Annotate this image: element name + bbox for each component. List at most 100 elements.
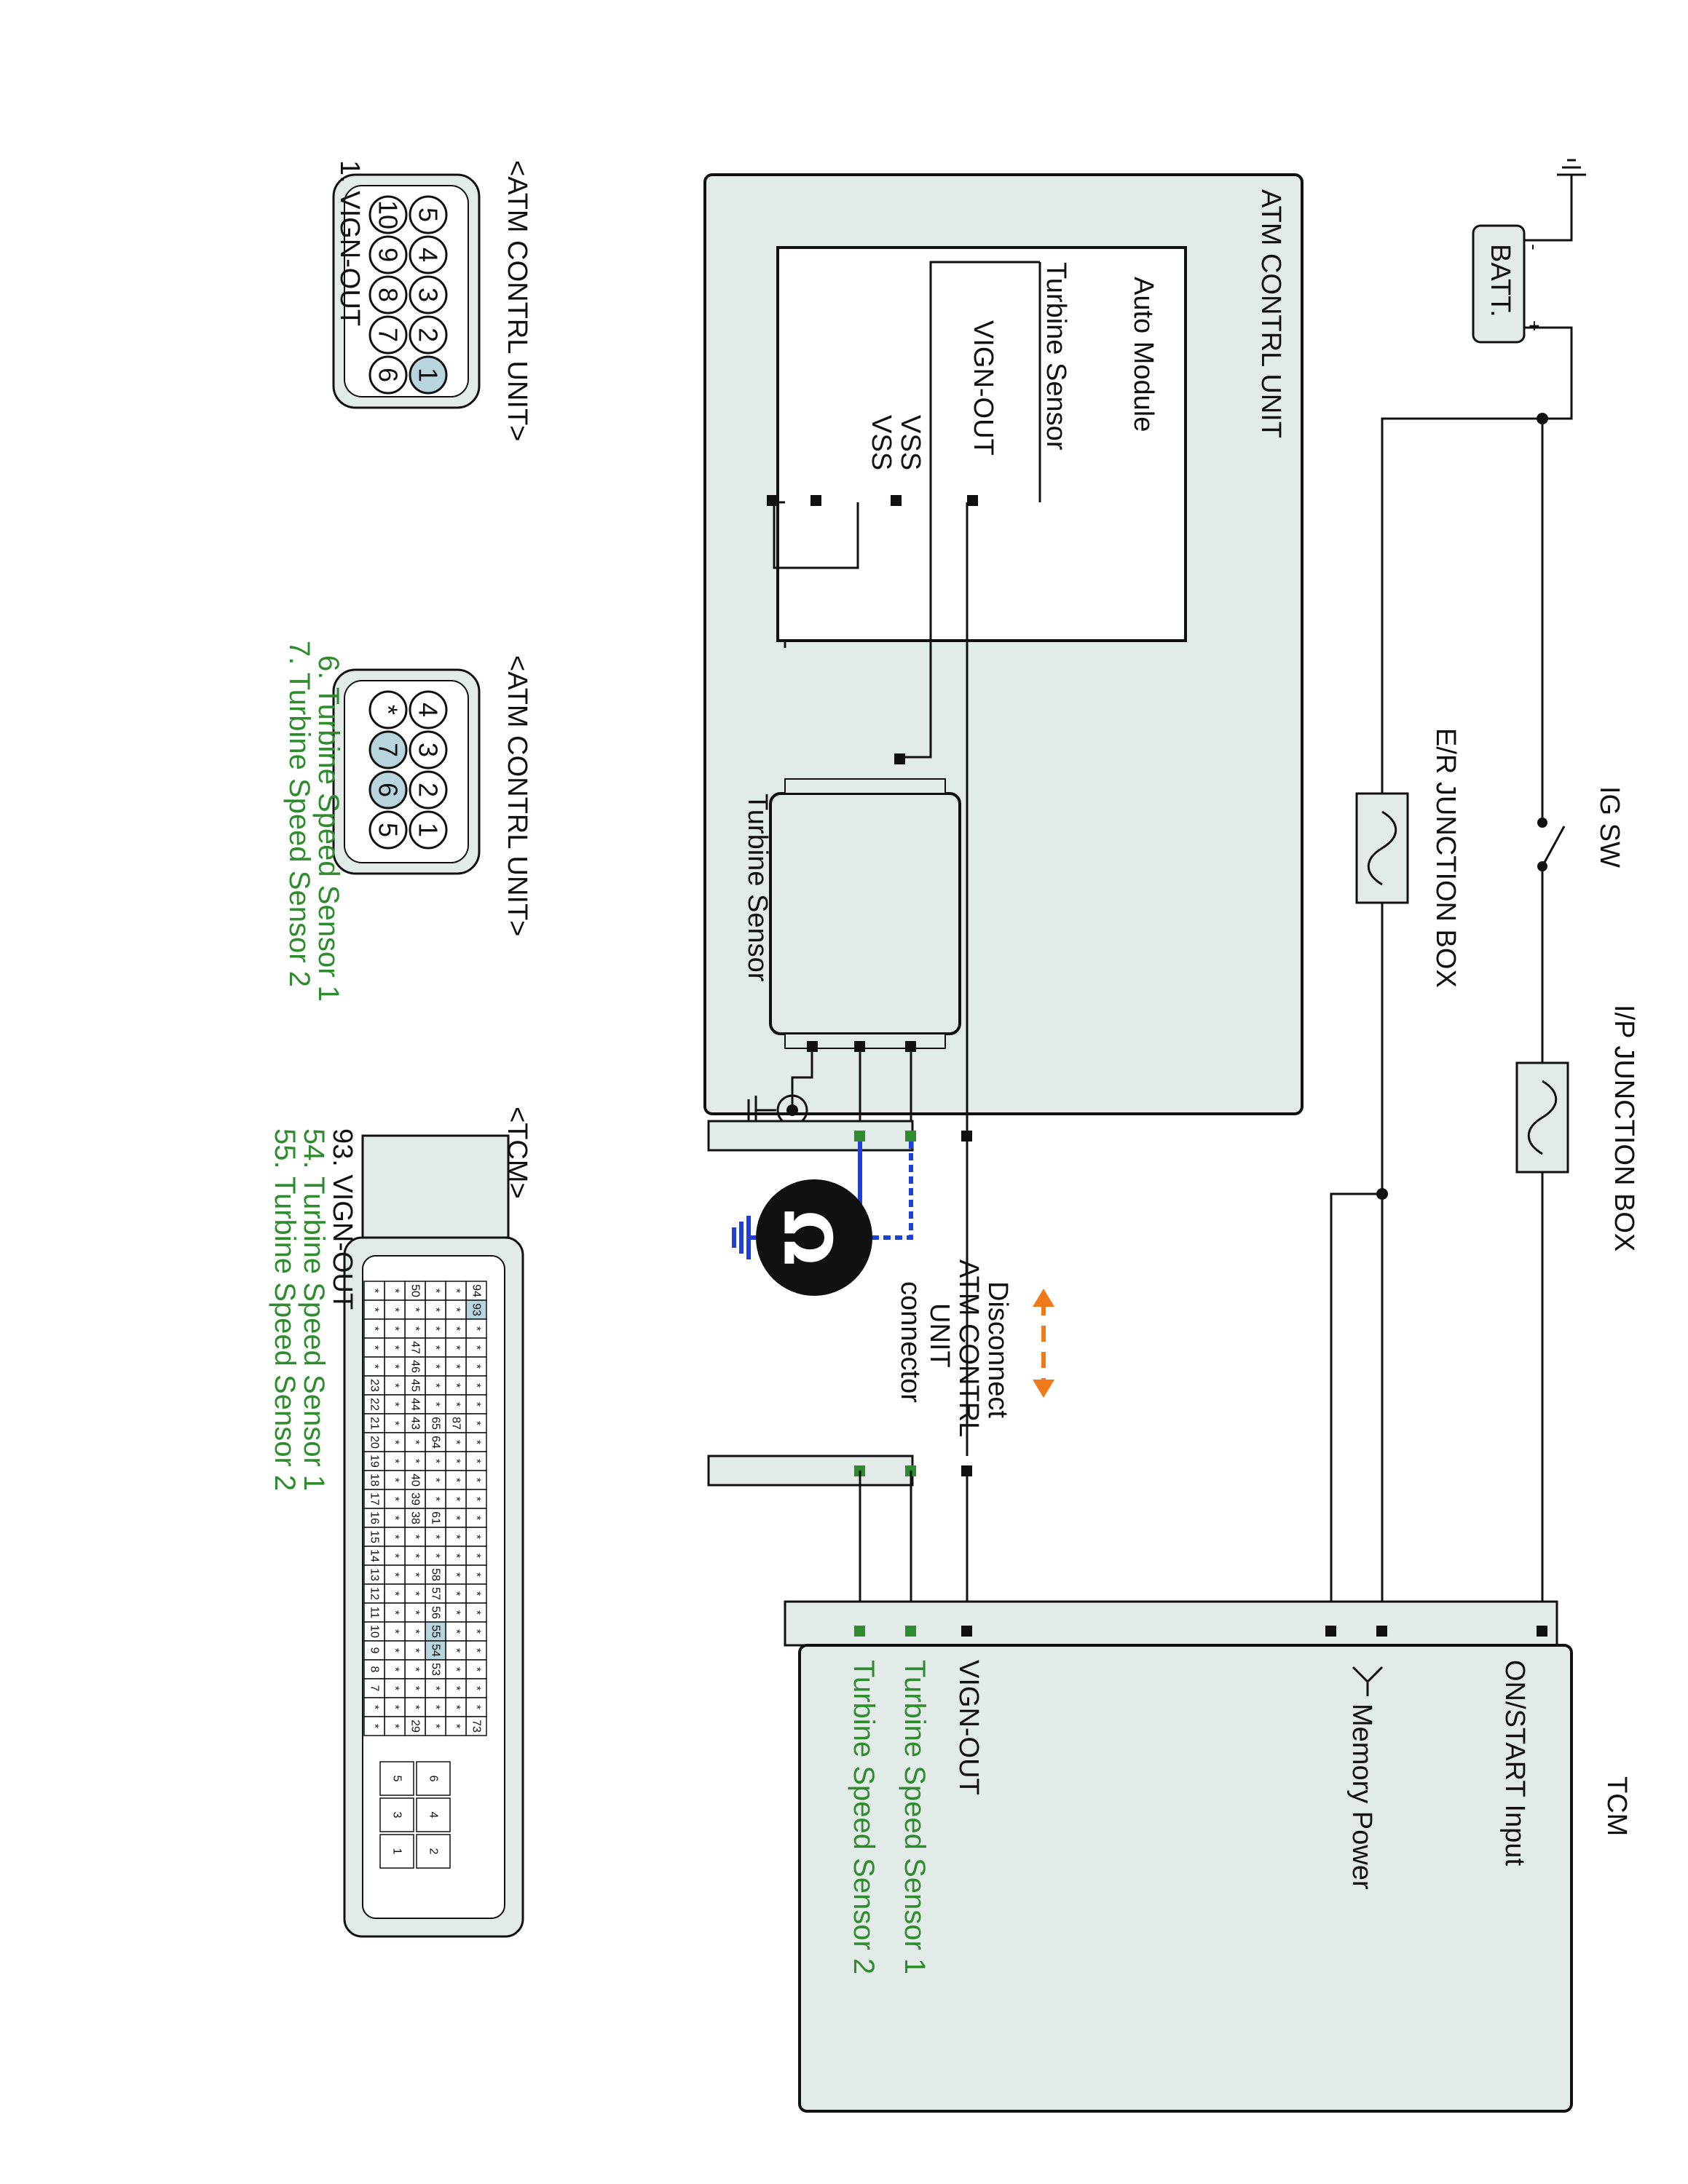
connector-pin-label: 3 xyxy=(414,288,443,302)
tcm-pin-label: * xyxy=(368,1326,381,1331)
tcm-pin-label: * xyxy=(450,1667,462,1671)
tcm-pin-label: * xyxy=(430,1345,442,1350)
tcm-connector-strip xyxy=(784,1600,1558,1647)
er-wire-a xyxy=(1381,417,1542,794)
tcm-pin-label: * xyxy=(368,1289,381,1293)
ground-icon xyxy=(732,1216,751,1259)
ohmmeter-icon: Ω xyxy=(756,1179,872,1296)
tcm-pin-label: * xyxy=(450,1516,462,1520)
disconnect-note-3: UNIT xyxy=(924,1303,955,1368)
tcm-pin-label: * xyxy=(470,1535,483,1539)
tcm-pin-label: 29 xyxy=(409,1720,422,1733)
connector-c2 xyxy=(332,668,481,875)
connector-pin xyxy=(409,195,448,234)
tcm-pin-label: * xyxy=(368,1705,381,1709)
tcm-pin-label: * xyxy=(450,1610,462,1615)
connector-pin-label: 2 xyxy=(414,328,443,342)
connector-pin-label: 1 xyxy=(414,823,443,837)
battery-neg-label: - xyxy=(1523,244,1545,250)
connector-pin xyxy=(368,355,408,395)
tcm-pin-label: * xyxy=(450,1326,462,1331)
tcm-pin-label: 9 xyxy=(368,1647,381,1654)
tcm-pin-label: 87 xyxy=(450,1417,462,1430)
connector-pin-label: 8 xyxy=(374,288,403,302)
tcm-pin-label: * xyxy=(470,1554,483,1558)
tcm-small-pin xyxy=(416,1761,451,1796)
tcm-pin-label: * xyxy=(470,1326,483,1331)
tcm-pin-label: 44 xyxy=(409,1398,422,1411)
tcm-pin-label: * xyxy=(389,1724,401,1728)
tcm-small-pin xyxy=(379,1797,414,1832)
tcm-small-pin-label: 1 xyxy=(391,1848,403,1855)
tcm-pin-label: * xyxy=(450,1383,462,1388)
tcm-small-pin-label: 6 xyxy=(427,1776,440,1782)
tcm-pin-label: * xyxy=(470,1497,483,1501)
tcm-pin-label: * xyxy=(409,1307,422,1312)
tcm-pin-label: * xyxy=(389,1402,401,1406)
tcm-pin-label: * xyxy=(450,1459,462,1463)
turbine-sensor xyxy=(769,792,961,1035)
tcm-pin-label: 40 xyxy=(409,1473,422,1487)
tcm-pin-label: 13 xyxy=(368,1568,381,1581)
tcm-pin-label: * xyxy=(470,1648,483,1653)
connector-pin xyxy=(368,235,408,274)
tcm-pin-label: * xyxy=(470,1686,483,1690)
module-pin-turbine-sensor: Turbine Sensor xyxy=(1041,262,1071,451)
tcm-pin-label: * xyxy=(409,1459,422,1463)
tcm-small-pin xyxy=(416,1834,451,1869)
tcm-pin-label: * xyxy=(450,1535,462,1539)
tcm-small-pin xyxy=(416,1797,451,1832)
tcm-pin-on-start: ON/START Input xyxy=(1499,1660,1530,1866)
tcm-pin-label: * xyxy=(409,1648,422,1653)
tcm-pin-label: * xyxy=(470,1705,483,1709)
tcm-pin-label: * xyxy=(389,1516,401,1520)
auto-module xyxy=(776,246,1187,642)
battery-body xyxy=(1472,224,1526,344)
tcm-pin-label: 93 xyxy=(470,1303,483,1316)
tcm-pin-label: * xyxy=(409,1705,422,1709)
tcm-pin-label: * xyxy=(409,1554,422,1558)
tcm-pin-label: 58 xyxy=(430,1568,442,1581)
tcm-pin-label: 39 xyxy=(409,1492,422,1506)
tcm-pin-label: * xyxy=(409,1591,422,1596)
connector-pin xyxy=(409,770,448,810)
tcm-pin-label: 53 xyxy=(430,1663,442,1676)
connector-pin xyxy=(368,275,408,314)
turbine-sensor-label: Turbine Sensor xyxy=(742,794,773,982)
tcm-pin-label: 50 xyxy=(409,1284,422,1297)
tcm-pin-label: * xyxy=(389,1629,401,1634)
tcm-pin-label: 11 xyxy=(368,1607,381,1619)
tcm-pin-label: * xyxy=(450,1554,462,1558)
tcm-pin-label: * xyxy=(450,1402,462,1406)
connector-pin-label: 4 xyxy=(414,703,443,717)
ip-junction-label: I/P JUNCTION BOX xyxy=(1609,1005,1639,1251)
tcm-pin-label: * xyxy=(368,1345,381,1350)
tcm-pin-label: 45 xyxy=(409,1379,422,1392)
tcm-pin-label: * xyxy=(409,1440,422,1444)
tcm-pin-label: * xyxy=(450,1591,462,1596)
tcm-pin-label: * xyxy=(389,1364,401,1369)
tcm-pin-label: * xyxy=(409,1535,422,1539)
tcm-pin-label: * xyxy=(409,1667,422,1671)
vss-loop-wire xyxy=(773,502,859,569)
tcm-pin-label: 16 xyxy=(368,1511,381,1524)
tcm-pin-label: * xyxy=(430,1705,442,1709)
tcm-pin-label: * xyxy=(389,1705,401,1709)
tcm-title: TCM xyxy=(1601,1776,1632,1836)
connector-pin-label: * xyxy=(374,705,403,715)
auto-module-label: Auto Module xyxy=(1128,277,1159,432)
connector-pin xyxy=(368,730,408,769)
connector-pin-label: 3 xyxy=(414,743,443,757)
tcm-pin-grid: 9493*********************73*******87****… xyxy=(363,1281,487,1736)
connector-pin-label: 5 xyxy=(414,207,443,222)
tcm-pin-label: * xyxy=(389,1554,401,1558)
connector-pin-label: 5 xyxy=(374,823,403,837)
tcm-pin-label: * xyxy=(430,1289,442,1293)
tcm-pin-label: * xyxy=(389,1421,401,1425)
tcm-pin-label: * xyxy=(450,1724,462,1728)
tcm-pin-label: * xyxy=(368,1364,381,1369)
